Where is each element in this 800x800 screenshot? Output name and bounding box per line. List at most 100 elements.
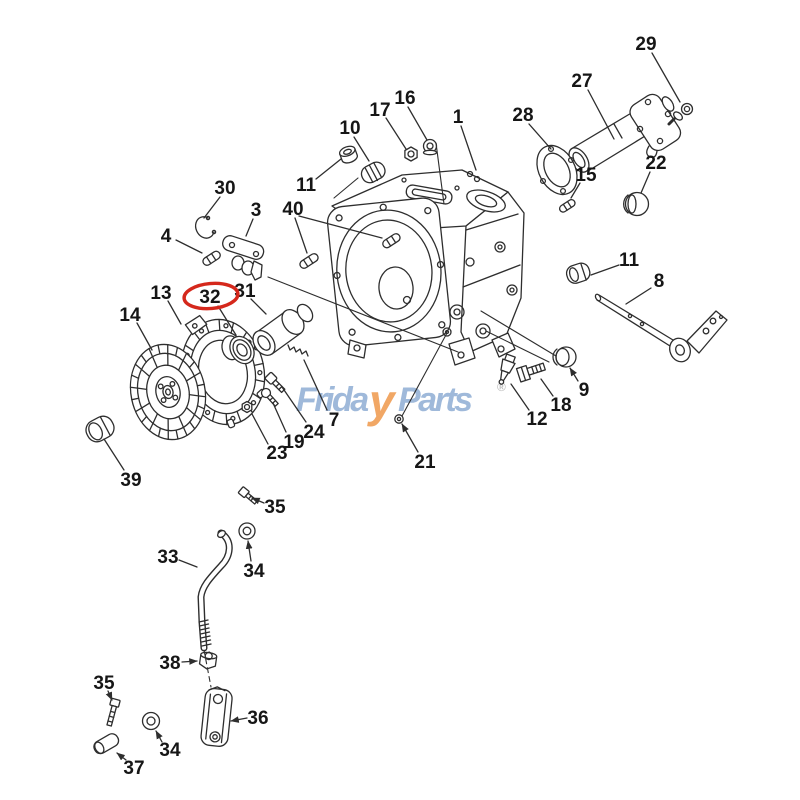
assembly-axis-line [480,310,557,357]
callout-label-15: 15 [575,165,597,186]
callout-label-32: 32 [199,287,220,308]
callout-label-35: 35 [264,497,286,518]
leader-line-30 [203,196,221,219]
part-36-clevis [200,686,233,747]
leader-line-14 [136,322,153,351]
part-29-bolt [667,102,694,126]
part-12-sensor-plug [498,353,516,385]
leader-line-40 [294,217,308,254]
leader-line-32 [217,305,237,336]
part-14-clutch-disc [129,343,207,441]
leader-line-17 [385,117,407,150]
callout-label-28: 28 [512,105,533,126]
watermark-registered-icon: ® [497,380,506,394]
callout-label-34: 34 [243,561,265,582]
callout-label-9: 9 [579,380,590,401]
leader-line-33 [178,559,198,568]
part-18-bolt [515,362,546,383]
callout-label-30: 30 [214,178,235,199]
part-1-transmission-housing [326,169,525,366]
callout-label-4: 4 [161,226,172,247]
part-16-nut [422,138,438,156]
leader-line-40 [298,215,383,239]
leader-line-12 [510,383,530,411]
callout-label-17: 17 [369,100,390,121]
part-21-plug [394,414,404,424]
part-19-screw [260,387,279,407]
callout-label-1: 1 [453,107,464,128]
part-15-pin [558,198,576,213]
leader-line-19 [272,402,287,433]
callout-label-11: 11 [296,175,317,196]
part-31-bearing-carrier [252,303,314,356]
callout-label-12: 12 [526,409,547,430]
part-37-pin [93,733,120,755]
leader-line-23 [251,413,269,445]
callout-label-19: 19 [283,432,304,453]
part-38-nut [198,651,218,670]
callout-label-39: 39 [120,470,141,491]
part-3-pivot-bracket [222,235,265,281]
callout-label-8: 8 [654,271,665,292]
part-27-shaft-tube [568,93,682,173]
callout-label-21: 21 [414,452,436,473]
part-33-clutch-rod [197,529,233,652]
assembly-axis-line [203,649,212,688]
callout-label-40: 40 [282,199,303,220]
callout-label-3: 3 [251,200,262,221]
leader-line-39 [103,438,125,471]
leader-line-13 [167,300,182,325]
watermark-text-left: Frida [296,381,368,419]
leader-line-9 [569,367,579,382]
part-17-nut [404,146,418,162]
part-24-bolt [264,371,286,394]
part-40-roll-pin-b [382,233,401,249]
leader-line-18 [540,378,554,397]
leader-line-37 [116,752,127,761]
part-10-bushing [360,161,386,184]
callout-label-36: 36 [247,708,268,729]
callout-label-31: 31 [234,281,256,302]
part-8-clutch-lever [594,293,728,363]
leader-line-1 [460,125,477,171]
callout-label-38: 38 [159,653,180,674]
assembly-axis-line [435,142,445,205]
leader-line-24 [281,386,307,423]
callout-label-24: 24 [303,422,325,443]
leader-line-7 [303,359,328,411]
leader-line-35 [105,690,113,701]
leader-line-10 [353,136,370,162]
leader-line-11 [315,158,342,180]
watermark-text-right: Parts [398,381,472,419]
part-4-pin [202,250,221,266]
callout-label-7: 7 [329,410,340,431]
leader-line-36 [230,716,248,723]
leader-line-8 [625,287,652,305]
leader-line-22 [640,171,651,194]
part-35-bolt-lower [106,697,121,727]
part-11-bushing [565,262,591,284]
callout-label-11: 11 [619,250,640,271]
callout-label-34: 34 [159,740,181,761]
callout-label-23: 23 [266,443,287,464]
part-35-bolt-upper [237,486,258,505]
callout-label-29: 29 [635,34,656,55]
part-30-clip [195,215,217,239]
part-39-pilot-bushing [85,415,115,443]
assembly-axis-line [401,332,448,417]
callout-label-22: 22 [645,153,666,174]
assembly-axis-line [267,276,459,353]
part-11-flanged-nut [338,145,358,164]
callout-label-35: 35 [93,673,115,694]
leader-line-28 [528,123,552,150]
part-23-nut [241,400,253,414]
leader-line-34 [155,730,163,743]
leader-line-16 [407,106,428,141]
part-34-washer-lower [141,711,161,731]
leader-line-34 [245,540,253,562]
leader-line-3 [245,218,254,237]
leader-line-35 [251,497,265,505]
leader-line-4 [175,239,203,254]
